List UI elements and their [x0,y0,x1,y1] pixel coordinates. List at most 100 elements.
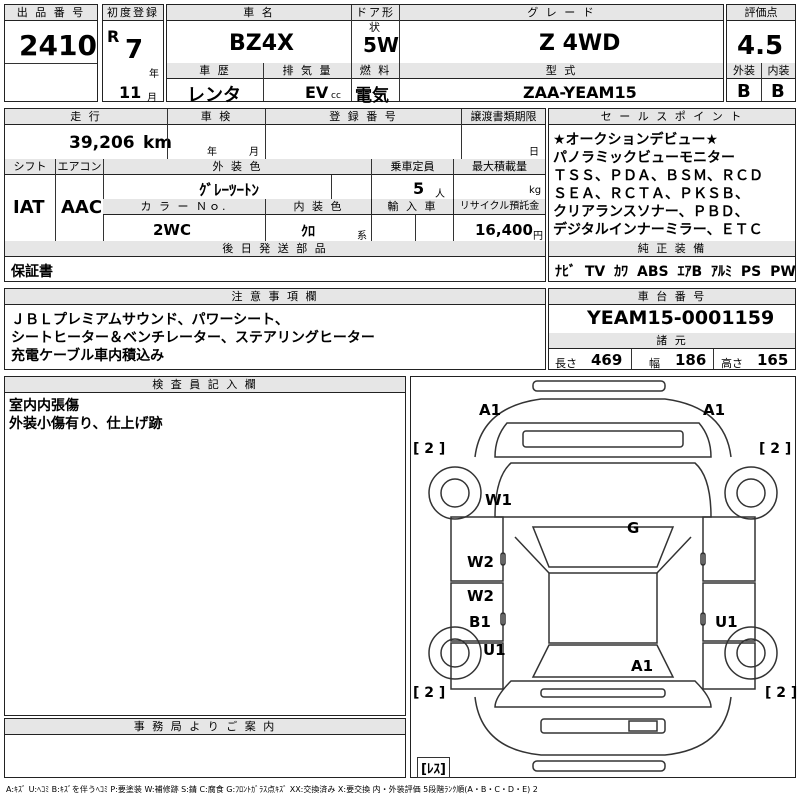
equipment-item: TV [584,264,606,280]
later-parts: 保証書 [11,264,53,280]
note-line: ＪＢＬプレミアムサウンド、パワーシート、 [11,312,289,328]
equipment-item: ABS [637,264,669,280]
car-name-label: 車 名 [167,5,351,21]
month: 11 [119,83,142,102]
later-parts-label: 後 日 発 送 部 品 [5,241,545,257]
capacity-unit: 人 [435,189,445,200]
damage-mark: W1 [485,491,512,509]
lot-number: 2410 [19,29,97,62]
damage-mark: B1 [469,613,491,631]
tire-mark: [ 2 ] [765,685,798,701]
year-unit: 年 [149,69,159,80]
year: 7 [125,35,144,65]
spec-label: 諸 元 [549,333,795,349]
recycle-label: リサイクル預託金 [453,199,545,215]
inspection-year-unit: 年 [207,147,217,158]
tire-mark: [ 2 ] [759,441,792,457]
score: 4.5 [737,31,784,61]
legend: A:ｷｽﾞ U:ﾍｺﾐ B:ｷｽﾞを伴うﾍｺﾐ P:要塗装 W:補修跡 S:錆 … [6,785,538,794]
model-label: 型 式 [399,63,723,79]
interior-grade: B [771,81,785,102]
first-registration-box: 初度登録 R 7 年 11 月 [102,4,164,104]
spare-tire-mark: [ﾚｽ] [417,757,450,778]
length-label: 長さ [555,357,577,370]
sales-points-box: セ ー ル ス ポ イ ン ト ★オークションデビュー★ パノラミックビューモニ… [548,108,796,282]
office-box: 事 務 局 よ り ご 案 内 [4,718,406,778]
displacement-unit: cc [331,91,341,101]
sales-point-line: ＳＥＡ、ＲＣＴＡ、ＰＫＳＢ、 [553,186,749,202]
displacement: EV [305,83,329,102]
damage-diagram-box: A1 A1 W1 G W2 W2 B1 U1 U1 A1 [ 2 ] [ 2 ]… [410,376,798,778]
color: ｸﾞﾚｰﾂｰﾄﾝ [199,181,260,199]
aircon-label: エアコン [55,159,103,175]
history: レンタ [187,85,241,106]
first-registration-label: 初度登録 [103,5,163,21]
height-value: 165 [757,351,789,369]
exterior-label: 外装 [727,63,761,79]
grade-label: グ レ ー ド [399,5,723,21]
equipment-item: PW [770,264,796,280]
color-no-label: カ ラ ー Ｎｏ. [103,199,265,215]
chassis-label: 車 台 番 号 [549,289,795,305]
mileage-unit: km [143,133,173,153]
equipment-label: 純 正 装 備 [549,241,795,257]
shift: IAT [13,197,45,218]
lot-number-label: 出 品 番 号 [5,5,97,21]
damage-mark: W2 [467,587,494,605]
capacity-label: 乗車定員 [371,159,453,175]
equipment-item: ｱﾙﾐ [711,264,733,280]
aircon: AAC [61,197,103,218]
model-code: ZAA-YEAM15 [523,83,637,102]
width-label: 幅 [649,357,660,370]
lot-number-box: 出 品 番 号 2410 [4,4,98,102]
fuel-label: 燃 料 [351,63,399,79]
damage-mark: A1 [703,401,726,419]
interior-color: ｸﾛ [301,224,315,240]
fuel: 電気 [355,86,389,106]
inspector-label: 検 査 員 記 入 欄 [5,377,405,393]
transfer-label: 譲渡書類期限 [461,109,545,125]
sales-point-line: デジタルインナーミラー、ＥＴＣ [553,222,763,238]
grade: Z 4WD [539,31,621,56]
sales-point-line: クリアランスソナー、ＰＢＤ、 [553,204,749,220]
damage-mark: A1 [631,657,654,675]
equipment-item: ﾅﾋﾞ [555,264,576,280]
mileage-label: 走 行 [5,109,167,125]
office-label: 事 務 局 よ り ご 案 内 [5,719,405,735]
mileage: 39,206 [69,133,135,153]
score-label: 評価点 [727,5,795,21]
era: R [107,27,120,46]
inspector-line: 室内内張傷 [9,398,79,414]
exterior-grade: B [737,81,751,102]
recycle-fee: 16,400 [475,221,533,239]
interior-label: 内装 [761,63,795,79]
load-unit: kg [529,185,542,196]
damage-mark: A1 [479,401,502,419]
interior-color-label: 内 装 色 [265,199,371,215]
capacity: 5 [413,179,425,198]
chassis-number: YEAM15-0001159 [587,307,775,329]
color-number: 2WC [153,221,191,239]
tire-mark: [ 2 ] [413,685,446,701]
inspector-line: 外装小傷有り、仕上げ跡 [9,416,163,432]
damage-mark: U1 [483,641,506,659]
damage-mark: W2 [467,553,494,571]
registration-label: 登 録 番 号 [265,109,461,125]
score-box: 評価点 4.5 外装 内装 B B [726,4,796,102]
load-label: 最大積載量 [453,159,545,175]
interior-color-unit: 系 [357,231,367,242]
inspection-label: 車 検 [167,109,265,125]
details-box: 走 行 車 検 登 録 番 号 譲渡書類期限 39,206 km 年 月 日 シ… [4,108,546,282]
transfer-day-unit: 日 [529,147,539,158]
chassis-box: 車 台 番 号 YEAM15-0001159 諸 元 長さ 469 幅 186 … [548,288,796,370]
note-line: シートヒーター＆ベンチレーター、ステアリングヒーター [11,330,375,346]
month-unit: 月 [147,93,157,104]
sales-point-line: パノラミックビューモニター [553,150,735,166]
height-label: 高さ [721,357,743,370]
car-name: BZ4X [229,31,294,56]
equipment-list: ﾅﾋﾞ TV ｶﾜ ABS ｴｱB ｱﾙﾐ PS PW [555,261,796,281]
car-diagram [428,380,778,772]
history-label: 車 歴 [167,63,263,79]
import-label: 輸 入 車 [371,199,453,215]
shift-label: シフト [5,159,55,175]
